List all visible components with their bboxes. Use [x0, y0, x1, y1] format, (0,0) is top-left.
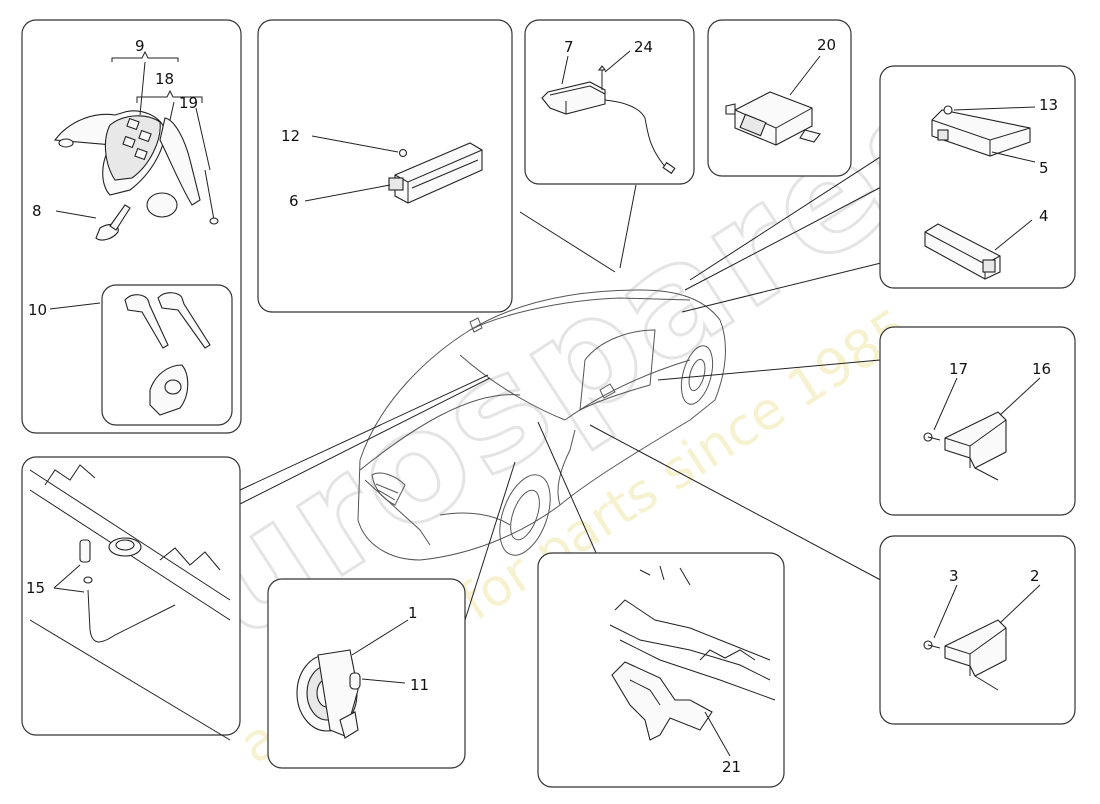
pin-15	[79, 539, 91, 563]
callout-17: 17	[949, 360, 968, 378]
callout-12: 12	[281, 127, 300, 145]
panel-bracket-16: 17 16	[879, 326, 1076, 516]
bracket-18	[136, 89, 203, 103]
panel-module-6: 12 6	[257, 19, 513, 313]
callout-16: 16	[1032, 360, 1051, 378]
callout-20: 20	[817, 36, 836, 54]
callout-21: 21	[722, 758, 741, 776]
panel-bracket-2: 3 2	[879, 535, 1076, 725]
callout-15: 15	[26, 579, 45, 597]
callout-18: 18	[155, 70, 174, 88]
panel-part-15: 15	[21, 456, 241, 741]
panel-bracket-21: 21	[537, 552, 785, 788]
callout-7: 7	[564, 38, 574, 56]
panel-siren: 1 11	[267, 578, 466, 769]
bolt-11	[349, 672, 361, 690]
callout-19: 19	[179, 94, 198, 112]
key-blade-cover	[159, 117, 201, 206]
subpanel-keys-10	[101, 284, 233, 426]
callout-24: 24	[634, 38, 653, 56]
screw-13	[943, 105, 953, 115]
callout-4: 4	[1039, 207, 1049, 225]
callout-10: 10	[28, 301, 47, 319]
callout-9: 9	[135, 37, 145, 55]
coin-battery	[146, 192, 178, 218]
screw-12	[398, 148, 408, 158]
callout-2: 2	[1030, 567, 1040, 585]
callout-8: 8	[32, 202, 42, 220]
callout-13: 13	[1039, 96, 1058, 114]
callout-6: 6	[289, 192, 299, 210]
car-illustration	[357, 289, 726, 561]
panel-module-20: 20	[707, 19, 852, 177]
bracket-9	[111, 50, 179, 62]
bracket-16-body	[944, 411, 1007, 469]
callout-11: 11	[410, 676, 429, 694]
bracket-21-body	[611, 661, 713, 741]
callout-1: 1	[408, 604, 418, 622]
panel-keys: 9 18 19 8 10	[21, 19, 242, 434]
callout-3: 3	[949, 567, 959, 585]
antenna-cable	[604, 99, 669, 171]
leader-lines	[231, 127, 926, 621]
bracket-2-body	[944, 619, 1007, 677]
panel-module-7: 7 24	[524, 19, 695, 185]
callout-5: 5	[1039, 159, 1049, 177]
module-6-body	[394, 142, 483, 204]
sensor-5-body	[931, 109, 1031, 157]
module-7-body	[541, 81, 606, 115]
panel-sensors-4-5: 13 5 4	[879, 65, 1076, 289]
